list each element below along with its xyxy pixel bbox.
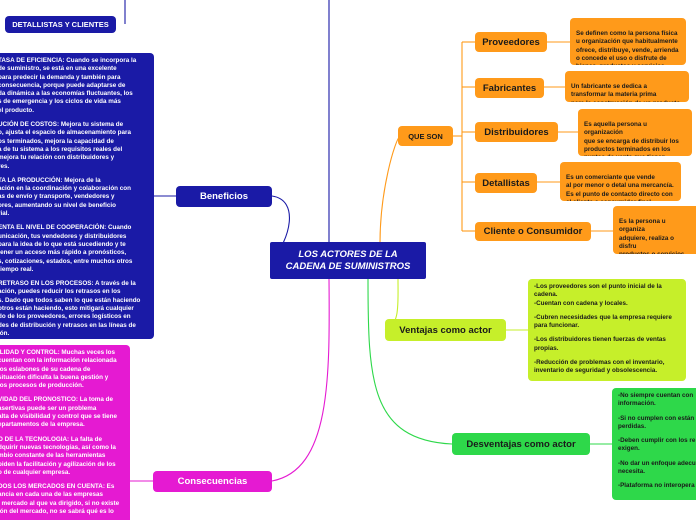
ventaja-3-text: -Los distribuidores tienen fuerzas de ve… [534,336,666,352]
consecuencias-node[interactable]: Consecuencias [153,471,272,492]
beneficios-node[interactable]: Beneficios [176,186,272,207]
description-fabricantes[interactable]: Un fabricante se dedica a transformar la… [565,71,689,102]
category-cliente-consumidor[interactable]: Cliente o Consumidor [475,222,591,241]
beneficio-produccion-text: TA LA PRODUCCIÓN: Mejora de la ación en … [0,176,131,218]
desventaja-1-text: -No siempre cuentan con información. [618,392,694,408]
beneficio-costos-text: UCIÓN DE COSTOS: Mejora tu sistema de o,… [0,121,131,170]
category-proveedores-label: Proveedores [482,36,540,48]
consecuencias-details[interactable]: ILIDAD Y CONTROL: Muchas veces los cuent… [0,345,130,520]
category-proveedores[interactable]: Proveedores [475,32,547,52]
ventaja-4-text: -Reducción de problemas con el inventari… [534,359,665,375]
description-distribuidores-text: Es aquella persona u organización que se… [584,121,679,156]
que-son-label: QUE SON [408,131,443,141]
beneficios-details[interactable]: TASA DE EFICIENCIA: Cuando se incorpora … [0,53,154,339]
central-topic[interactable]: LOS ACTORES DE LA CADENA DE SUMINISTROS [270,242,426,279]
consecuencia-mercados-text: DOS LOS MERCADOS EN CUENTA: Es ancia en … [0,483,120,516]
category-distribuidores[interactable]: Distribuidores [475,122,558,142]
desventaja-2-text: -Si no cumplen con están perdidas. [618,414,695,430]
beneficio-retraso-text: RETRASO EN LOS PROCESOS: A través de la … [0,280,141,337]
ventajas-node[interactable]: Ventajas como actor [385,319,506,341]
category-detallistas-label: Detallistas [482,177,530,189]
beneficio-cooperacion-text: ENTA EL NIVEL DE COOPERACIÓN: Cuando uni… [0,224,133,273]
ventajas-label: Ventajas como actor [399,324,492,336]
category-detallistas[interactable]: Detallistas [475,173,537,193]
category-fabricantes-label: Fabricantes [482,82,537,94]
desventaja-5-text: -Plataforma no interopera [618,482,695,490]
description-cliente-consumidor-text: Es la persona u organiza adquiere, reali… [619,218,686,254]
description-cliente-consumidor[interactable]: Es la persona u organiza adquiere, reali… [613,206,696,254]
desventajas-node[interactable]: Desventajas como actor [452,433,590,455]
category-fabricantes[interactable]: Fabricantes [475,78,544,98]
desventajas-details[interactable]: -No siempre cuentan con información. -Si… [612,388,696,500]
ventaja-2-text: -Cubren necesidades que la empresa requi… [534,313,672,330]
ventajas-details[interactable]: -Los proveedores son el punto inicial de… [528,279,686,381]
que-son-node[interactable]: QUE SON [398,126,453,146]
desventaja-3-text: -Deben cumplir con los re exigen. [618,437,696,453]
beneficio-eficiencia-text: TASA DE EFICIENCIA: Cuando se incorpora … [0,57,137,114]
beneficios-label: Beneficios [199,191,249,202]
desventaja-4-text: -No dar un enfoque adecu necesita. [618,459,696,476]
description-detallistas-text: Es un comerciante que vende al por menor… [566,174,674,201]
ventaja-1-text: -Los proveedores son el punto inicial de… [534,283,662,307]
description-fabricantes-text: Un fabricante se dedica a transformar la… [571,83,682,102]
consecuencias-label: Consecuencias [177,476,248,487]
top-label-text: DETALLISTAS Y CLIENTES [12,20,109,29]
consecuencia-visibilidad-text: ILIDAD Y CONTROL: Muchas veces los cuent… [0,349,117,390]
top-label-detallistas-clientes[interactable]: DETALLISTAS Y CLIENTES [5,16,116,33]
description-proveedores[interactable]: Se definen como la persona física u orga… [570,18,686,65]
description-detallistas[interactable]: Es un comerciante que vende al por menor… [560,162,681,201]
category-distribuidores-label: Distribuidores [484,126,549,138]
central-topic-title: LOS ACTORES DE LA CADENA DE SUMINISTROS [285,248,411,272]
description-proveedores-text: Se definen como la persona física u orga… [576,30,679,65]
category-cliente-consumidor-label: Cliente o Consumidor [483,226,583,237]
consecuencia-pronostico-text: VIDAD DEL PRONOSTICO: La toma de asertiv… [0,396,117,429]
consecuencia-tecnologia-text: O DE LA TECNOLOGIA: La falta de dquirir … [0,435,116,476]
desventajas-label: Desventajas como actor [466,438,576,450]
description-distribuidores[interactable]: Es aquella persona u organización que se… [578,109,692,156]
